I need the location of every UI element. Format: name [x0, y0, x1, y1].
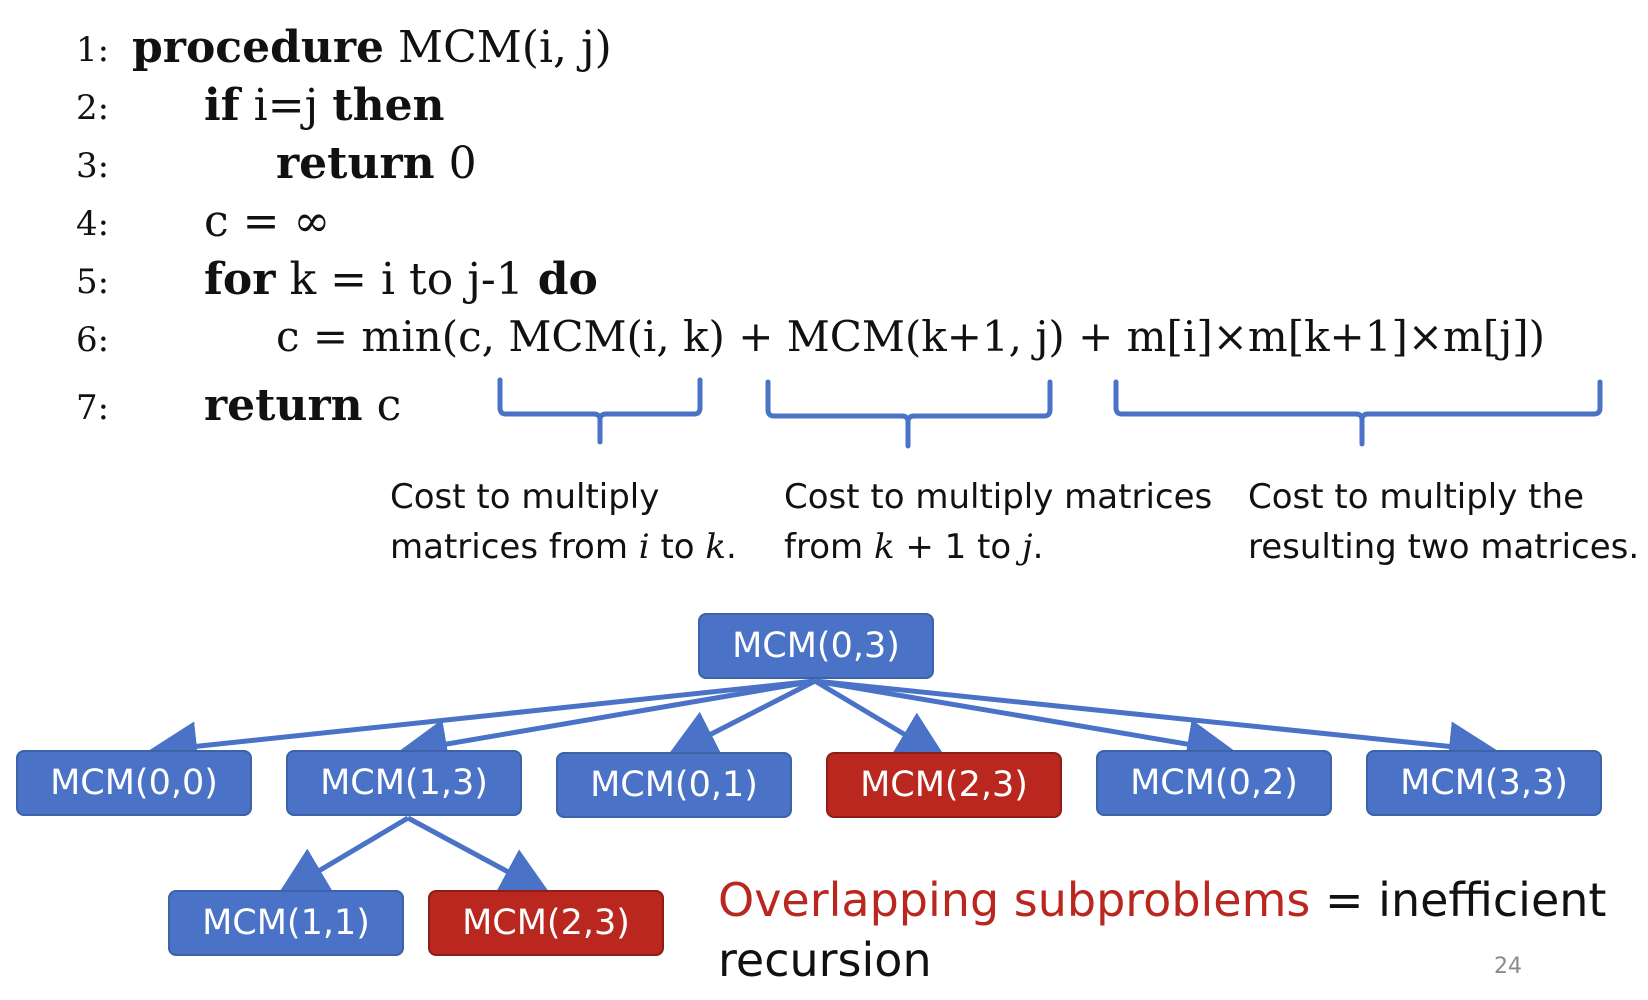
keyword: procedure: [132, 22, 385, 73]
edge-root-1: [397, 678, 816, 769]
annotation-text: + 1 to: [905, 527, 1012, 567]
annotation-line: matrices from i to k.: [390, 522, 737, 572]
caption-line: Overlapping subproblems = inefficient: [718, 870, 1606, 930]
caption-text: = inefficient: [1325, 873, 1607, 927]
brace-1: [497, 377, 703, 445]
code-text: c: [376, 380, 402, 431]
code-line-7: return c: [204, 380, 401, 431]
edge-root-2: [666, 678, 817, 757]
tree-node-repeated: MCM(2,3): [826, 752, 1062, 818]
annotation-line: Cost to multiply: [390, 477, 660, 517]
edge-root-4: [814, 678, 1237, 769]
function-name: MCM: [508, 312, 627, 361]
tree-node-repeated: MCM(2,3): [428, 890, 664, 956]
function-name: MCM: [398, 22, 522, 73]
annotation-line: resulting two matrices.: [1248, 527, 1640, 567]
line-number: 7:: [76, 388, 110, 428]
annotation-combine-cost: Cost to multiply the resulting two matri…: [1248, 472, 1639, 572]
brace-3: [1113, 379, 1603, 447]
code-text: 0: [448, 138, 477, 189]
keyword: return: [204, 380, 363, 431]
annotation-text: matrices from: [390, 527, 628, 567]
math-variable: j: [1022, 527, 1033, 567]
keyword: do: [537, 254, 598, 305]
tree-node: MCM(1,1): [168, 890, 404, 956]
line-number: 3:: [76, 146, 110, 186]
tree-node: MCM(0,1): [556, 752, 792, 818]
code-text: (i, j): [521, 22, 612, 73]
annotation-line: from k + 1 to j.: [784, 522, 1212, 572]
code-text: k = i to j-1: [289, 254, 524, 305]
code-line-3: return 0: [276, 138, 477, 189]
annotation-subproblem-right: Cost to multiply matrices from k + 1 to …: [784, 472, 1212, 572]
edge-root-0: [147, 678, 816, 772]
edge-root-3: [813, 678, 947, 760]
edge-13-23: [406, 815, 552, 896]
math-variable: k: [705, 527, 727, 567]
math-variable: i: [638, 527, 650, 567]
code-text: (k+1, j) + m[i]×m[k+1]×m[j]): [904, 312, 1546, 361]
function-name: MCM: [786, 312, 905, 361]
keyword: if: [204, 80, 240, 131]
line-number: 4:: [76, 204, 110, 244]
code-line-1: procedure MCM(i, j): [132, 22, 612, 73]
annotation-subproblem-left: Cost to multiply matrices from i to k.: [390, 472, 737, 572]
tree-node: MCM(1,3): [286, 750, 522, 816]
edge-13-11: [277, 815, 410, 896]
code-text: (i, k) +: [626, 312, 774, 361]
line-number: 6:: [76, 320, 110, 360]
annotation-text: .: [1032, 527, 1044, 567]
line-number: 5:: [76, 262, 110, 302]
keyword: then: [332, 80, 445, 131]
code-text: i=j: [253, 80, 319, 131]
annotation-line: Cost to multiply the: [1248, 477, 1584, 517]
annotation-text: from: [784, 527, 864, 567]
tree-node: MCM(3,3): [1366, 750, 1602, 816]
annotation-line: Cost to multiply matrices: [784, 477, 1213, 517]
annotation-text: to: [660, 527, 695, 567]
code-line-6: c = min(c, MCM(i, k) + MCM(k+1, j) + m[i…: [276, 312, 1545, 361]
page-number: 24: [1494, 954, 1522, 979]
code-line-2: if i=j then: [204, 80, 445, 131]
caption-line: recursion: [718, 933, 932, 987]
caption: Overlapping subproblems = inefficient re…: [718, 870, 1606, 990]
code-line-4: c = ∞: [204, 196, 331, 247]
tree-node: MCM(0,0): [16, 750, 252, 816]
code-text: c = min(c,: [276, 312, 495, 361]
keyword: for: [204, 254, 276, 305]
brace-2: [765, 379, 1053, 449]
caption-highlight: Overlapping subproblems: [718, 873, 1311, 927]
tree-node-root: MCM(0,3): [698, 613, 934, 679]
keyword: return: [276, 138, 435, 189]
line-number: 1:: [76, 30, 110, 70]
line-number: 2:: [76, 88, 110, 128]
code-line-5: for k = i to j-1 do: [204, 254, 598, 305]
math-variable: k: [873, 527, 895, 567]
annotation-text: .: [726, 527, 737, 567]
edge-root-5: [814, 678, 1499, 772]
tree-node: MCM(0,2): [1096, 750, 1332, 816]
